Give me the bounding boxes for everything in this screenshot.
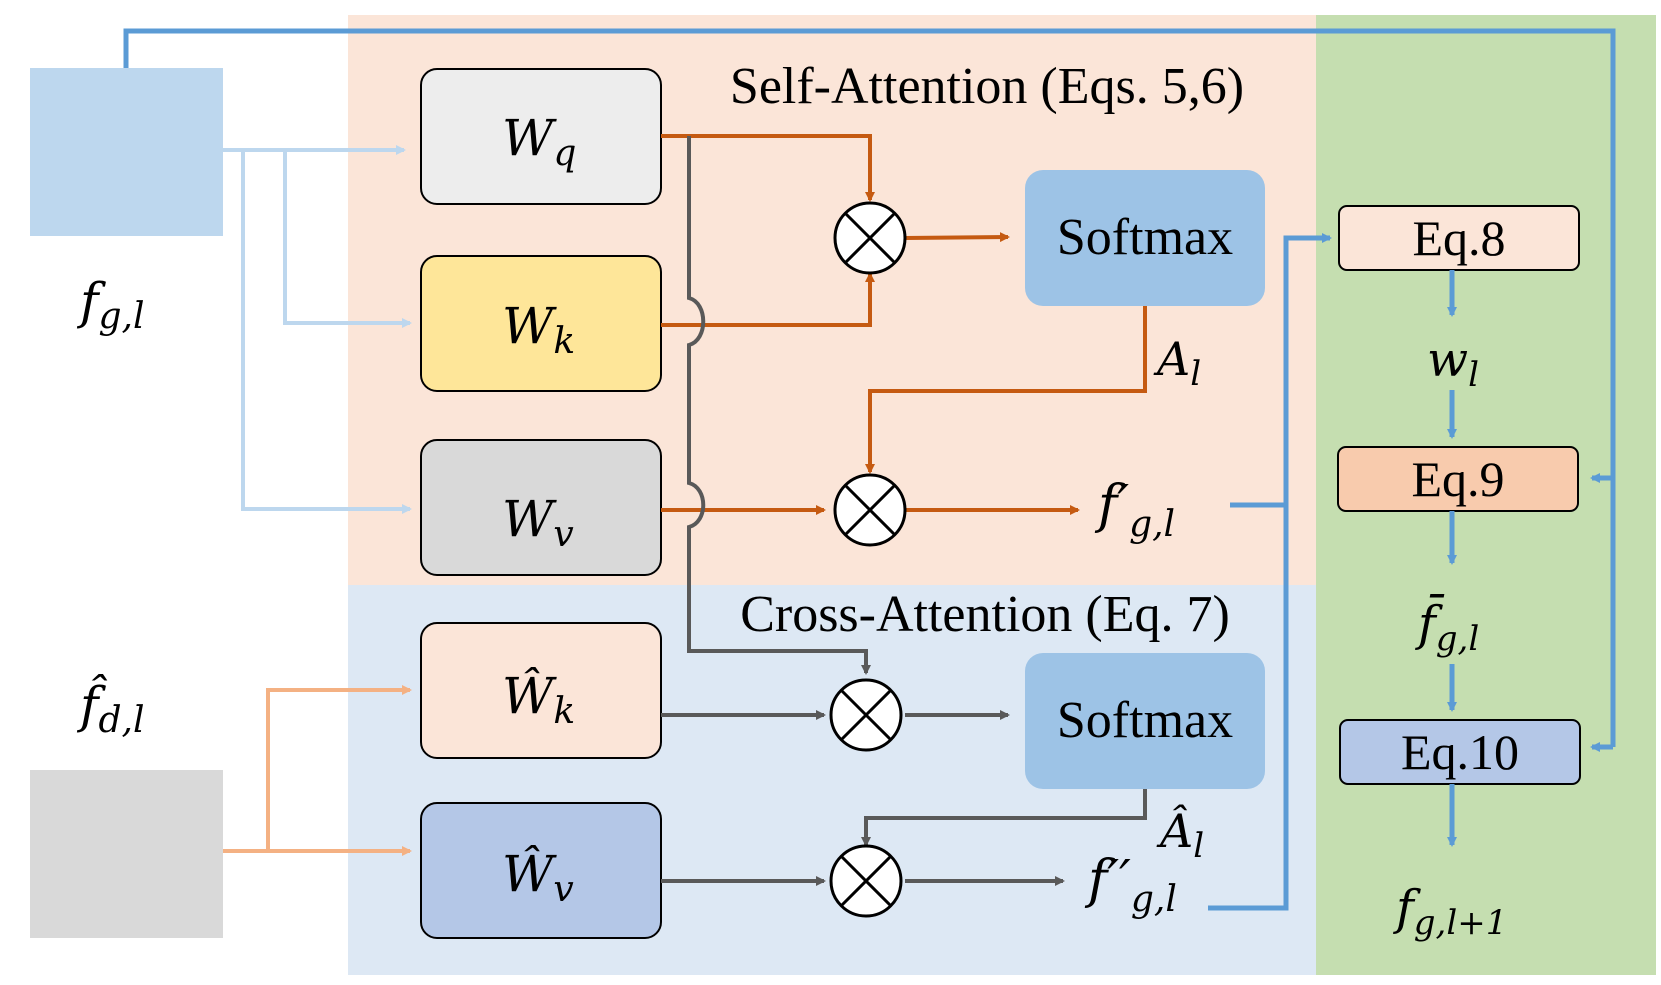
weight-w-label: wl <box>1427 332 1479 395</box>
attention-map-label: Al <box>1153 332 1201 394</box>
input-fhat-block <box>30 770 223 938</box>
wv-hat-box <box>420 802 662 939</box>
wk-hat-box <box>420 622 662 759</box>
skip-connection-line <box>123 28 1616 747</box>
fbar-label: f̄g,l <box>1415 593 1479 659</box>
multiply-node-cross-av <box>829 844 903 918</box>
softmax-box-self <box>1025 170 1265 306</box>
eq9-label: Eq.9 <box>1411 451 1504 507</box>
wk-hat-label: Ŵk <box>502 666 575 732</box>
eq9-box <box>1337 446 1579 512</box>
wv-label: Wv <box>502 490 574 555</box>
eq10-label: Eq.10 <box>1401 724 1519 780</box>
cross-feature-label: f′′g,l <box>1084 850 1177 920</box>
features-to-eq8-connector <box>1208 233 1332 911</box>
cross-attention-flow <box>661 710 1147 886</box>
eq8-box <box>1338 205 1580 271</box>
multiply-node-cross-qk <box>829 678 903 752</box>
wq-cross-connector <box>687 136 871 675</box>
self-attention-title: Self-Attention (Eqs. 5,6) <box>730 58 1244 115</box>
eq8-label: Eq.8 <box>1412 210 1505 266</box>
f-to-weights-arrows <box>223 145 412 514</box>
wq-label: Wq <box>502 109 576 174</box>
cross-attention-title: Cross-Attention (Eq. 7) <box>740 586 1230 643</box>
wv-hat-label: Ŵv <box>502 844 574 910</box>
input-fhat-label: f̂d,l <box>76 673 145 741</box>
fhat-to-weights-arrows <box>223 685 412 856</box>
multiply-node-av <box>833 473 907 547</box>
multiply-node-qk <box>833 201 907 275</box>
softmax-label-cross: Softmax <box>1057 692 1233 749</box>
wk-label: Wk <box>502 297 575 362</box>
eq10-box <box>1339 719 1581 785</box>
cross-attention-map-label: Âl <box>1156 803 1204 866</box>
input-f-block <box>30 68 223 236</box>
softmax-label-self: Softmax <box>1057 209 1233 266</box>
output-feature-label: fg,l+1 <box>1393 880 1507 943</box>
self-attention-flow <box>661 134 1147 515</box>
self-feature-label: f′g,l <box>1094 475 1175 545</box>
softmax-box-cross <box>1025 653 1265 789</box>
wv-box <box>420 439 662 576</box>
input-f-label: fg,l <box>76 272 145 337</box>
